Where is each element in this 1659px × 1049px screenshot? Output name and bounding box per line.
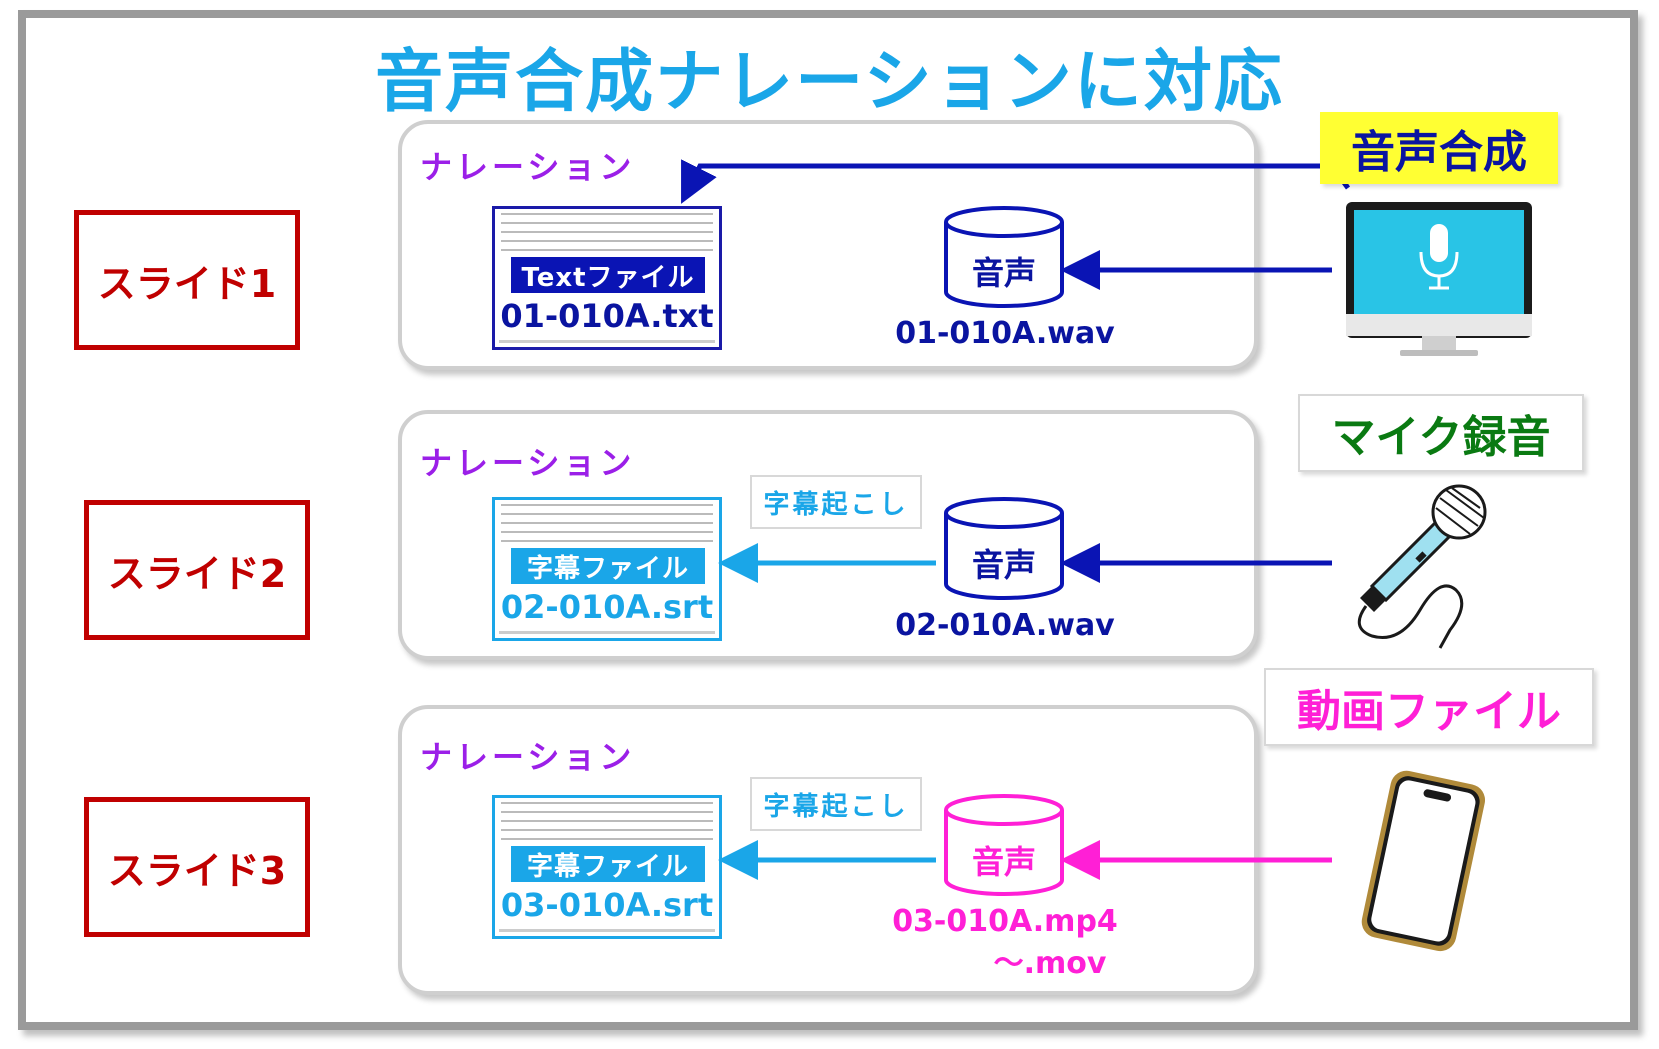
database-cylinder-icon: [944, 497, 1064, 600]
audio-file-alt-3: ～.mov: [993, 946, 1107, 981]
narration-label-3: ナレーション: [420, 738, 636, 776]
audio-file-name-3: 03-010A.mp4: [892, 904, 1118, 939]
doc-lines: [501, 213, 713, 258]
tts-to-text-arrow: [681, 159, 1332, 204]
narration-label-1: ナレーション: [420, 148, 636, 186]
doc-statusbar: [499, 929, 715, 932]
database-cylinder-icon: [944, 794, 1064, 896]
audio-label-2: 音声: [971, 546, 1036, 584]
slide-box-2: スライド2: [84, 500, 310, 640]
audio-file-name-2: 02-010A.wav: [895, 608, 1115, 643]
video-source-label: 動画ファイル: [1264, 668, 1594, 746]
page-title: 音声合成ナレーションに対応: [375, 43, 1284, 122]
audio-label-1: 音声: [971, 254, 1036, 292]
subtitle-file-name-3: 03-010A.srt: [500, 886, 714, 924]
slide-box-3: スライド3: [84, 797, 310, 937]
audio-file-name-1: 01-010A.wav: [895, 316, 1115, 351]
microphone-icon: [1357, 484, 1487, 649]
subtitle-file-preview-3: 字幕ファイル 03-010A.srt: [492, 795, 722, 939]
doc-statusbar: [499, 631, 715, 634]
text-file-tag: Textファイル: [511, 257, 705, 293]
audio-label-3: 音声: [971, 843, 1036, 881]
doc-lines: [501, 504, 713, 549]
database-cylinder-icon: [944, 206, 1064, 308]
narration-label-2: ナレーション: [420, 444, 636, 482]
tts-source-label: 音声合成: [1320, 112, 1558, 184]
monitor-mic-icon: [1346, 202, 1532, 356]
slide-box-1: スライド1: [74, 210, 300, 350]
transcribe-label-2: 字幕起こし: [750, 475, 922, 529]
subtitle-file-name-2: 02-010A.srt: [500, 588, 714, 626]
text-file-preview: Textファイル 01-010A.txt: [492, 206, 722, 350]
transcribe-label-3: 字幕起こし: [750, 777, 922, 831]
doc-lines: [501, 802, 713, 847]
doc-statusbar: [499, 340, 715, 343]
subtitle-file-tag-3: 字幕ファイル: [511, 846, 705, 882]
smartphone-icon: [1361, 770, 1486, 952]
text-file-name: 01-010A.txt: [500, 297, 714, 335]
subtitle-file-tag-2: 字幕ファイル: [511, 548, 705, 584]
mic-source-label: マイク録音: [1298, 394, 1584, 472]
